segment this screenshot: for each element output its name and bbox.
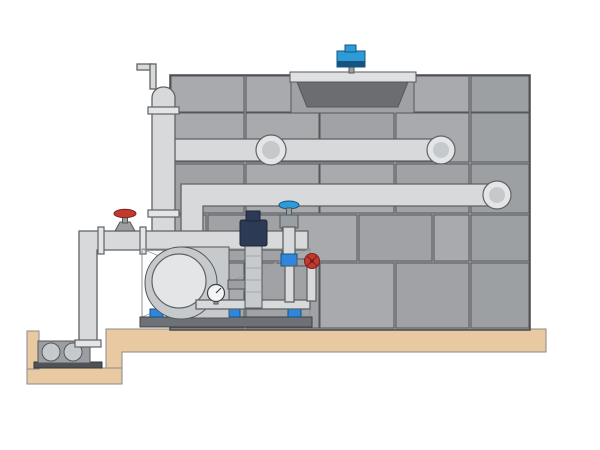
tower-panel [319,262,395,329]
red-gate-valve [113,208,137,232]
valve-riser-pipe [306,266,317,302]
riser-flange [147,209,180,218]
tower-panel [170,75,245,113]
tower-panel [470,262,530,329]
handwheel-hub [310,259,314,263]
gate-valve-handwheel [113,208,137,219]
upper-distribution-pipe [162,138,442,162]
red-handwheel-valve [296,253,320,302]
pipe-end-cap-hub [433,142,449,158]
tower-panel [358,214,433,262]
horizontal-tank-head-highlight [151,253,207,309]
pump-motor-cap [245,210,261,222]
skid-foot [287,308,302,318]
vent-pipe-vertical [149,63,157,90]
foundation [26,328,547,385]
sump-pump-hub [47,348,55,356]
gauge-needle [215,287,222,294]
tower-panel [470,112,530,163]
blue-globe-valve-line [278,200,300,303]
float-valve-band [337,61,365,67]
tower-panel [413,75,470,113]
pressure-switch [280,253,298,267]
sump-pit-floor [26,367,123,385]
header-flange [139,226,147,255]
valve-drop-pipe [282,226,296,256]
pump-column [244,243,263,309]
float-valve-sensor [336,44,366,74]
riser-flange [147,106,180,115]
concrete-slab [105,328,547,369]
tower-panel [395,262,470,329]
tower-panel [433,214,470,262]
pipe-end-cap-hub [489,187,505,203]
pump-motor [239,219,268,247]
globe-valve-body [279,214,299,229]
top-basin-opening [296,81,409,108]
pump-skid [139,200,320,328]
pipe-fitting [227,279,247,290]
sump-pump-hub [69,348,77,356]
tower-panel [470,214,530,262]
piping [74,63,512,348]
valve-lower-pipe [284,265,295,303]
header-flange [97,226,105,255]
pipe-flange-hub [262,141,280,159]
tower-panel [245,75,292,113]
sump-connection-flange [74,339,102,348]
tower-panel [470,75,530,113]
float-valve-cap [344,44,357,53]
gate-valve-bonnet [114,221,136,232]
